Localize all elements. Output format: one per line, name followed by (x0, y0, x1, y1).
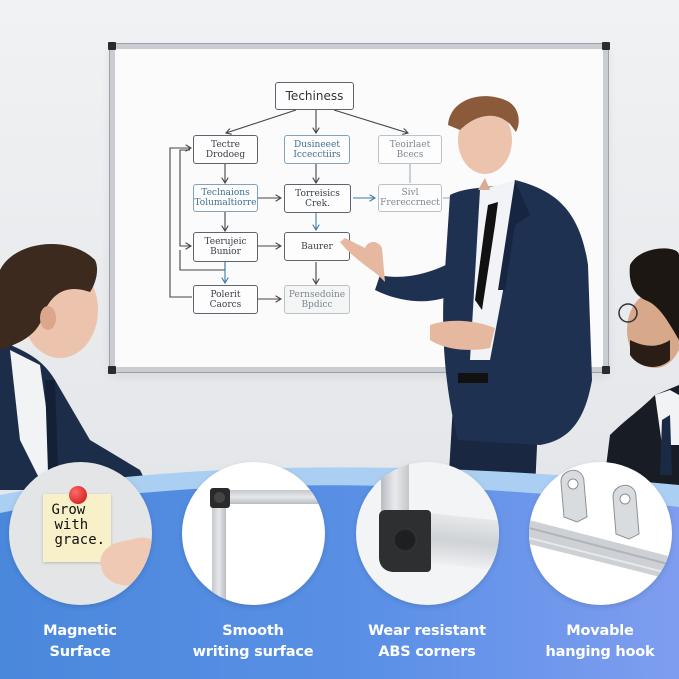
flowchart-box: Dusineeet Iccecctiirs (284, 135, 350, 164)
flowchart-box: Torreisics Crek. (284, 184, 351, 213)
label-line: Magnetic (43, 623, 117, 639)
corner-cap (209, 488, 230, 508)
box-text: Tolumaltiorre (194, 198, 257, 208)
board-corner-cap (602, 42, 610, 50)
box-text: Sivl (401, 188, 419, 198)
flowchart-box: Baurer (284, 232, 350, 261)
box-text: Polerit (210, 289, 241, 300)
board-corner-icon (181, 462, 325, 605)
abs-corner-cap (378, 510, 431, 572)
flowchart-box: Teclnaions Tolumaltiorre (193, 184, 258, 212)
board-corner-cap (108, 42, 116, 50)
box-text: Tectre (211, 139, 240, 150)
seated-colleague-left (0, 243, 150, 490)
box-text: Frereccrnect (380, 198, 440, 208)
box-text: Baurer (301, 241, 333, 252)
box-text: Dusineeet (294, 139, 340, 150)
box-text: Crek. (305, 198, 330, 209)
feature-label: Wear resistant ABS corners (368, 621, 486, 663)
hanging-hook-icon (528, 462, 672, 605)
flowchart-root-label: Techiness (285, 89, 344, 103)
flowchart-box: Teoirlaet Bcecs (378, 135, 442, 164)
box-text: Pernsedoine (288, 289, 346, 300)
feature-label: Magnetic Surface (43, 621, 117, 663)
label-line: ABS corners (378, 644, 476, 660)
label-line: writing surface (192, 644, 314, 660)
box-text: Teoirlaet (389, 139, 431, 150)
board-corner-cap (602, 366, 610, 374)
label-line: Movable (566, 623, 634, 639)
flowchart-box: Pernsedoine Bpdicc (284, 285, 350, 314)
box-text: Iccecctiirs (293, 149, 341, 160)
magnet-note-icon: Grow with grace. (8, 462, 152, 605)
flowchart-root: Techiness (275, 82, 354, 110)
feature-label: Smooth writing surface (193, 621, 314, 663)
feature-abs-corners: Wear resistant ABS corners (352, 462, 502, 663)
feature-movable-hanging-hook: Movable hanging hook (525, 462, 675, 663)
label-line: Smooth (222, 623, 284, 639)
box-text: Teerujeic (204, 237, 247, 247)
sticky-note: Grow with grace. (42, 494, 111, 562)
label-line: Wear resistant (368, 623, 486, 639)
note-text: with (54, 517, 89, 533)
label-line: Surface (49, 644, 111, 660)
flowchart-box: Polerit Caorcs (193, 285, 258, 314)
board-corner-cap (108, 366, 116, 374)
box-text: Teclnaions (201, 188, 250, 198)
flowchart-box: Sivl Frereccrnect (378, 184, 442, 212)
box-text: Bpdicc (301, 299, 333, 310)
abs-corner-icon (355, 462, 499, 605)
feature-magnetic-surface: Grow with grace. Magnetic Surface (5, 462, 155, 663)
box-text: Torreisics (295, 188, 340, 199)
feature-smooth-writing-surface: Smooth writing surface (178, 462, 328, 663)
box-text: Bunior (210, 247, 241, 257)
flowchart-box: Teerujeic Bunior (193, 232, 258, 262)
red-magnet-icon (68, 486, 87, 504)
box-text: Drodoeg (205, 149, 246, 160)
frame-rail-left (211, 490, 226, 605)
note-text: Grow (51, 502, 86, 518)
box-text: Caorcs (209, 299, 242, 310)
note-text: grace. (54, 532, 106, 548)
feature-label: Movable hanging hook (545, 621, 654, 663)
frame-rail-top (211, 490, 325, 504)
label-line: hanging hook (545, 644, 655, 660)
presenter-figure (340, 96, 592, 490)
hook-illustration (528, 469, 672, 580)
feature-band-background (0, 467, 679, 679)
flowchart-box: Tectre Drodoeg (193, 135, 258, 164)
box-text: Bcecs (396, 149, 424, 160)
